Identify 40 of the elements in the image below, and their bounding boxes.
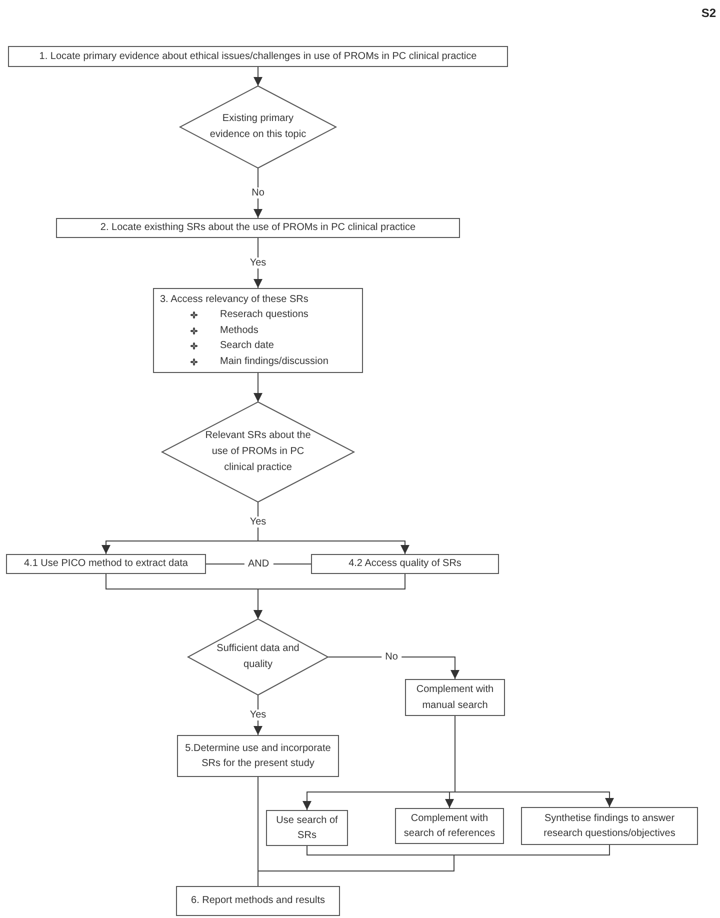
process-box [311, 554, 499, 574]
edge-label: AND [244, 558, 274, 570]
box-text: 5.Determine use and incorporate SRs for the present study [184, 742, 332, 771]
process-box [6, 554, 206, 574]
box-text: 4.2 Access quality of SRs [348, 557, 462, 572]
arrow [254, 372, 262, 402]
decision-text: Relevant SRs about the use of PROMs in PC clinical practice [204, 429, 312, 475]
box-text: 6. Report methods and results [191, 894, 325, 908]
arrow [454, 716, 614, 808]
box-text: Complement with search of references [402, 812, 496, 841]
edge-label: No [381, 652, 402, 662]
arrow [254, 66, 262, 86]
process-box [153, 288, 363, 373]
process-box [56, 218, 460, 238]
decision-diamond [162, 402, 354, 502]
process-box [177, 735, 339, 777]
bullet-text: Search date [220, 339, 274, 354]
process-box [395, 808, 504, 844]
page-number: S2 [701, 6, 716, 20]
decision-text: Existing primary evidence on this topic [210, 112, 306, 142]
box-text: Synthetise findings to answer research questions/objectives [542, 812, 676, 841]
decision-text: Sufficient data and quality [216, 642, 300, 672]
bullet-text: Reserach questions [220, 308, 308, 322]
box-text: 2. Locate existhing SRs about the use of PROMs in PC clinical practice [100, 221, 416, 236]
box-text: 1. Locate primary evidence about ethical issues/challenges in use of PROMs in PC clinical practice [39, 50, 477, 64]
process-box [405, 679, 505, 716]
box-text: Use search of SRs [275, 814, 339, 843]
arrow [328, 656, 460, 680]
box-text: Complement with manual search [415, 683, 495, 712]
process-box [521, 807, 698, 845]
bullet-text: Methods [220, 324, 258, 338]
process-box [8, 46, 508, 67]
arrow [254, 574, 406, 620]
box-text: 4.1 Use PICO method to extract data [24, 557, 188, 572]
bullet-text: Main findings/discussion [220, 354, 328, 369]
decision-diamond [180, 86, 336, 168]
decision-diamond [188, 619, 328, 695]
process-box [266, 810, 348, 846]
process-box [176, 886, 340, 916]
box-text: 3. Access relevancy of these SRs [160, 292, 308, 307]
